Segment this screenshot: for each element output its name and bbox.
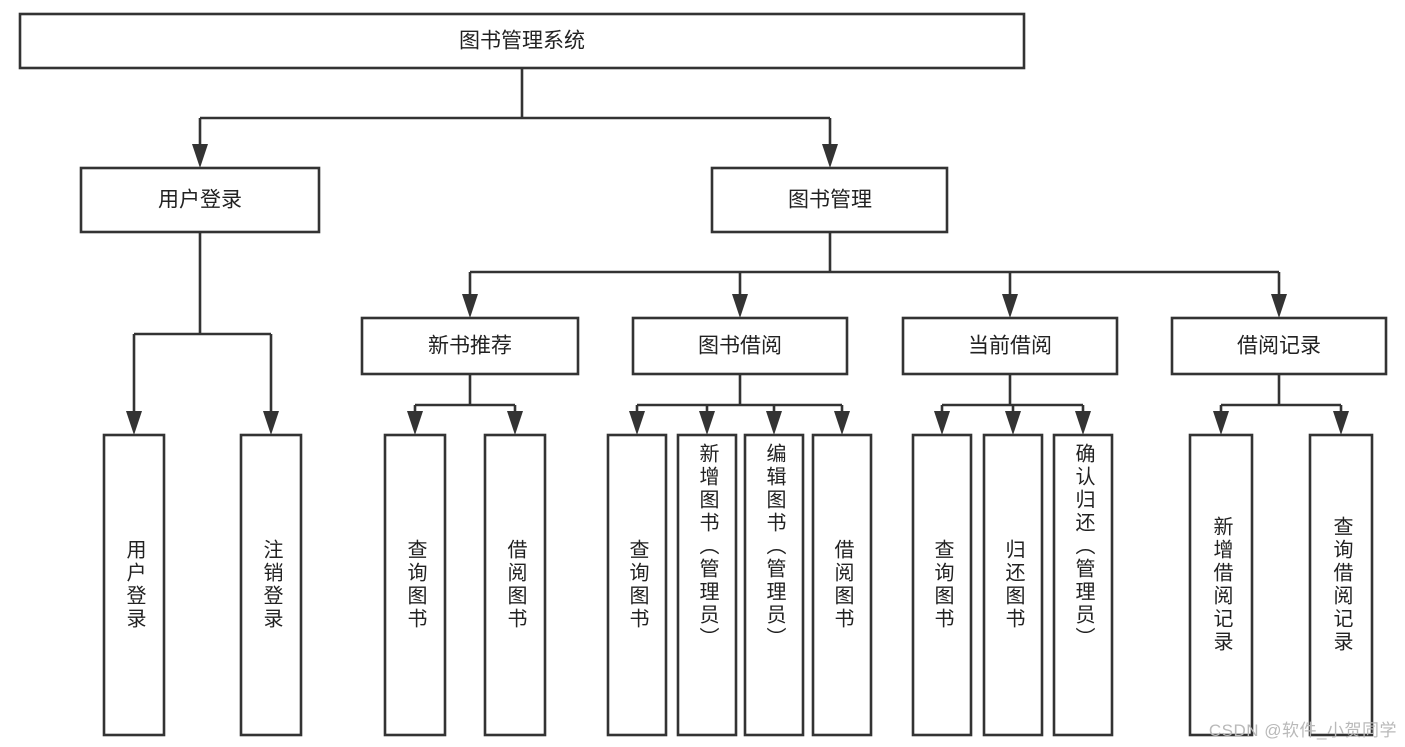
leaf-node-2-rect [383,433,447,737]
connector-borrow-to-leaves [629,374,850,435]
leaf-node-2[interactable] [383,433,447,737]
node-root-label: 图书管理系统 [459,30,585,53]
leaf-node-1[interactable] [239,433,303,737]
connector-record-to-leaves [1213,374,1349,435]
node-level1-0[interactable] [79,166,321,234]
connector-root-to-level1 [192,68,838,168]
leaf-node-8[interactable] [911,433,973,737]
node-root[interactable] [18,12,1026,70]
node-level1-0-label: 用户登录 [158,189,242,212]
node-level2-1-label: 图书借阅 [698,335,782,358]
arrow-head-icon [1271,294,1287,318]
leaf-node-5[interactable] [676,433,738,737]
leaf-node-12[interactable] [1308,433,1374,737]
arrow-head-icon [629,411,645,435]
arrow-head-icon [766,411,782,435]
leaf-node-5-rect [676,433,738,737]
connector-current-to-leaves [934,374,1091,435]
leaf-node-3-rect [483,433,547,737]
arrow-head-icon [934,411,950,435]
arrow-head-icon [822,144,838,168]
arrow-head-icon [192,144,208,168]
arrow-head-icon [462,294,478,318]
csdn-watermark: CSDN @软件_小贺同学 [1208,721,1397,740]
arrow-head-icon [1005,411,1021,435]
node-level1-0-rect [79,166,321,234]
arrow-head-icon [834,411,850,435]
node-level2-0[interactable] [360,316,580,376]
leaf-node-6-rect [743,433,805,737]
arrow-head-icon [699,411,715,435]
node-level2-0-rect [360,316,580,376]
leaf-node-1-rect [239,433,303,737]
arrow-head-icon [1002,294,1018,318]
leaf-node-12-rect [1308,433,1374,737]
arrow-head-icon [1075,411,1091,435]
arrow-head-icon [1333,411,1349,435]
leaf-node-7-rect [811,433,873,737]
node-level1-1-label: 图书管理 [788,189,872,212]
connector-newbook-to-leaves [407,374,523,435]
connector-userlogin-to-leaves [126,232,279,435]
leaf-node-10-rect [1052,433,1114,737]
leaf-node-11[interactable] [1188,433,1254,737]
leaf-node-8-rect [911,433,973,737]
node-level2-3-label: 借阅记录 [1237,335,1321,358]
arrow-head-icon [732,294,748,318]
leaf-node-0[interactable] [102,433,166,737]
leaf-node-6[interactable] [743,433,805,737]
node-level2-2-label: 当前借阅 [968,335,1052,358]
node-level2-2-rect [901,316,1119,376]
leaf-node-3[interactable] [483,433,547,737]
node-root-rect [18,12,1026,70]
node-level2-0-label: 新书推荐 [428,335,512,358]
connector-bookmgmt-to-level2 [462,232,1287,318]
leaf-node-4[interactable] [606,433,668,737]
arrow-head-icon [126,411,142,435]
arrow-head-icon [407,411,423,435]
arrow-head-icon [507,411,523,435]
node-level2-2[interactable] [901,316,1119,376]
leaf-node-4-rect [606,433,668,737]
leaf-node-9-rect [982,433,1044,737]
leaf-node-9[interactable] [982,433,1044,737]
leaf-node-10[interactable] [1052,433,1114,737]
leaf-node-7[interactable] [811,433,873,737]
arrow-head-icon [263,411,279,435]
arrow-head-icon [1213,411,1229,435]
leaf-node-11-rect [1188,433,1254,737]
leaf-node-0-rect [102,433,166,737]
